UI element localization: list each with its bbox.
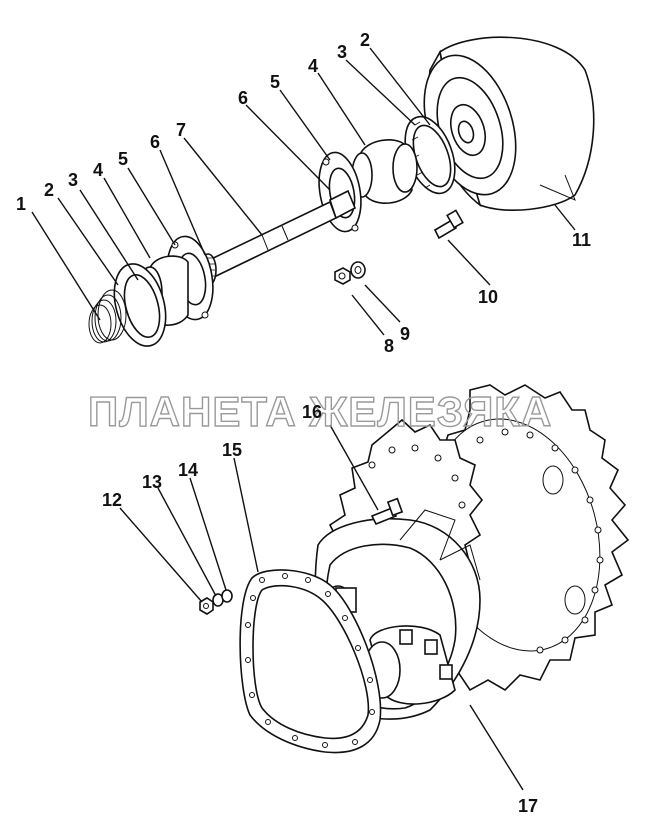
callout-4-right: 4 — [308, 56, 318, 76]
callout-7: 7 — [176, 120, 186, 140]
callout-5-right: 5 — [270, 72, 280, 92]
callout-8: 8 — [384, 336, 394, 356]
callout-2-right: 2 — [360, 30, 370, 50]
washer-14 — [221, 589, 233, 603]
seal-ring-left — [113, 263, 167, 347]
callout-14: 14 — [178, 460, 198, 480]
bolt-16 — [370, 497, 404, 526]
gasket-bolt-holes — [245, 573, 375, 748]
leader-lines-lower — [119, 424, 524, 791]
callout-17: 17 — [518, 796, 538, 816]
coil-spring — [88, 289, 127, 344]
final-drive-housing — [423, 36, 595, 211]
callout-15: 15 — [222, 440, 242, 460]
callouts: 1 2 3 4 5 6 7 6 5 4 3 2 11 10 8 9 16 15 … — [16, 30, 591, 816]
nut-8 — [334, 267, 351, 285]
bearing-cap — [363, 625, 456, 705]
sprocket-bolt-holes — [476, 428, 604, 654]
leader-lines-upper — [31, 47, 576, 336]
callout-6-right: 6 — [238, 88, 248, 108]
callout-3-right: 3 — [337, 42, 347, 62]
callout-16: 16 — [302, 402, 322, 422]
callout-4-left: 4 — [93, 160, 103, 180]
bolt-10 — [433, 209, 464, 240]
callout-5-left: 5 — [118, 149, 128, 169]
drive-shaft — [203, 189, 357, 280]
seal-ring-right — [404, 115, 456, 195]
washer-9 — [350, 261, 366, 279]
callout-13: 13 — [142, 472, 162, 492]
callout-3-left: 3 — [68, 170, 78, 190]
callout-2-left: 2 — [44, 180, 54, 200]
callout-1: 1 — [16, 194, 26, 214]
watermark-text: ПЛАНЕТА ЖЕЛЕЗЯКА — [88, 388, 552, 435]
callout-12: 12 — [102, 490, 122, 510]
callout-6-left: 6 — [150, 132, 160, 152]
cover-gasket — [239, 569, 382, 754]
callout-10: 10 — [478, 287, 498, 307]
nut-12 — [199, 597, 214, 615]
callout-9: 9 — [400, 324, 410, 344]
callout-11: 11 — [572, 230, 591, 250]
bearing-housing-right — [351, 139, 418, 204]
